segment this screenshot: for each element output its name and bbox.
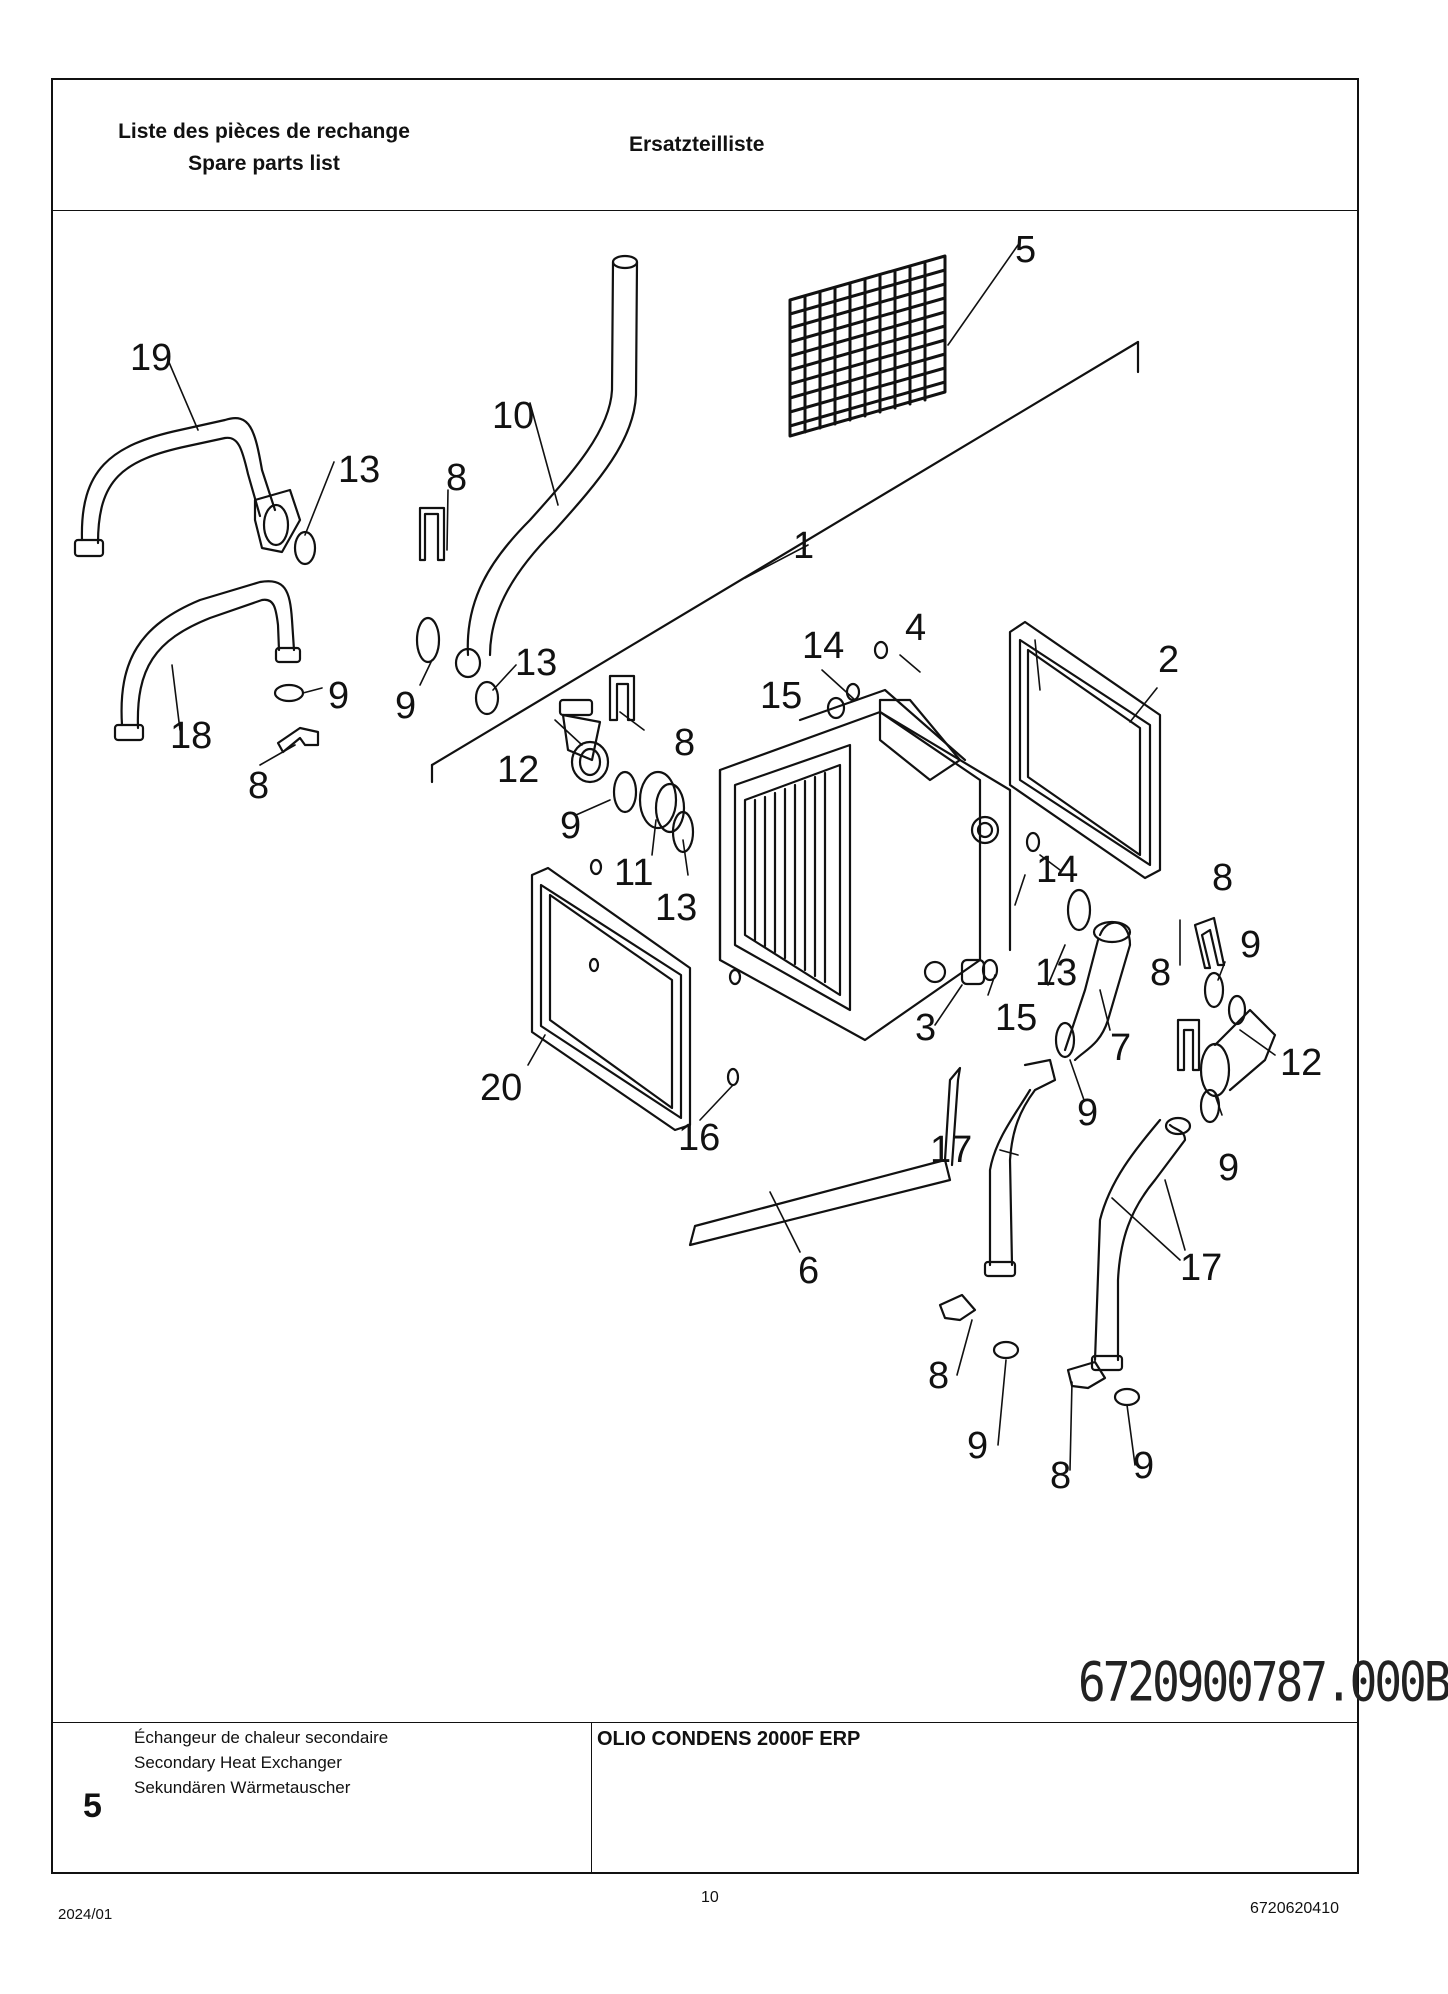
callout-4: 4 (905, 607, 926, 649)
callout-8: 8 (1150, 952, 1171, 994)
section-name-fr: Échangeur de chaleur secondaire (134, 1728, 389, 1747)
section-names: Échangeur de chaleur secondaire Secondar… (134, 1725, 388, 1800)
callout-9: 9 (328, 675, 349, 717)
callout-12: 12 (1280, 1042, 1322, 1084)
elbow-12a (558, 698, 610, 784)
callout-13: 13 (515, 642, 557, 684)
exploded-parts-drawing: 5 19 13 10 8 1 9 9 13 18 8 12 8 9 11 13 … (73, 229, 1322, 1497)
header-divider (53, 210, 1357, 211)
nut-4 (873, 640, 889, 660)
section-name-en: Secondary Heat Exchanger (134, 1753, 342, 1772)
page-number: 10 (701, 1889, 719, 1906)
callout-13: 13 (338, 449, 380, 491)
callout-7: 7 (1110, 1027, 1131, 1069)
gasket-20 (530, 866, 692, 1132)
callout-9: 9 (560, 805, 581, 847)
document-id: 6720620410 (1250, 1900, 1339, 1917)
header-title-de: Ersatzteilliste (629, 133, 765, 156)
seal-13a (474, 680, 500, 716)
seal-9e (1203, 971, 1225, 1009)
callout-9: 9 (1240, 924, 1261, 966)
mesh-grid-part (788, 254, 947, 438)
callout-15: 15 (995, 997, 1037, 1039)
callout-13: 13 (1035, 952, 1077, 994)
page-date: 2024/01 (58, 1906, 113, 1923)
callout-8: 8 (674, 722, 695, 764)
section-name-de: Sekundären Wärmetauscher (134, 1778, 351, 1797)
footer-divider (53, 1722, 1357, 1723)
nut-14b (1025, 831, 1041, 853)
seal-9c (612, 770, 638, 814)
callout-11: 11 (614, 852, 653, 894)
callout-15: 15 (760, 675, 802, 717)
callout-9: 9 (1133, 1445, 1154, 1487)
callout-14: 14 (802, 625, 844, 667)
header-title-fr: Liste des pièces de rechange (118, 120, 410, 143)
footer-column-divider (591, 1722, 592, 1872)
callout-9: 9 (395, 685, 416, 727)
seal-9g (992, 1340, 1020, 1360)
clip-8b (418, 506, 446, 562)
callout-8: 8 (446, 457, 467, 499)
callout-19: 19 (130, 337, 172, 379)
callout-9: 9 (967, 1425, 988, 1467)
nut-16c (728, 968, 742, 986)
callout-17: 17 (1180, 1247, 1222, 1289)
pipe-10 (454, 254, 639, 679)
callout-17: 17 (930, 1129, 972, 1171)
callout-8: 8 (928, 1355, 949, 1397)
clip-8f (938, 1293, 977, 1322)
callout-3: 3 (915, 1007, 936, 1049)
callout-2: 2 (1158, 639, 1179, 681)
connector-11 (638, 770, 686, 834)
seal-13c (1066, 888, 1092, 932)
section-number: 5 (83, 1787, 102, 1825)
page-frame: Liste des pièces de rechange Spare parts… (51, 78, 1359, 1874)
callout-16: 16 (678, 1117, 720, 1159)
seal-13b (671, 810, 695, 854)
nut-15a (826, 696, 846, 720)
gasket-2 (1008, 620, 1162, 880)
callout-6: 6 (798, 1250, 819, 1292)
clip-8c (608, 674, 636, 722)
callout-14: 14 (1036, 849, 1078, 891)
pipe-17a (983, 1058, 1057, 1278)
callout-13: 13 (655, 887, 697, 929)
seal-9d (1054, 1021, 1076, 1059)
pipe-19 (73, 417, 317, 566)
sensor-3 (960, 958, 986, 986)
callout-9: 9 (1077, 1092, 1098, 1134)
seal-9b (415, 616, 441, 664)
leader-lines (167, 244, 1276, 1471)
product-name: OLIO CONDENS 2000F ERP (597, 1728, 861, 1750)
callout-numbers: 5 19 13 10 8 1 9 9 13 18 8 12 8 9 11 13 … (130, 229, 1322, 1497)
drawing-number: 6720900787.000B (1078, 1650, 1448, 1714)
clip-8e (1176, 1018, 1201, 1072)
rod-6 (688, 1066, 962, 1247)
header-title-block: Liste des pièces de rechange Spare parts… (103, 116, 425, 180)
callout-1: 1 (793, 525, 814, 567)
callout-18: 18 (170, 715, 212, 757)
clip-8d (1193, 916, 1226, 970)
callout-20: 20 (480, 1067, 522, 1109)
pipe-18 (113, 580, 302, 742)
header-title-en: Spare parts list (188, 152, 340, 175)
callout-9: 9 (1218, 1147, 1239, 1189)
heat-exchanger-body (718, 688, 1012, 1042)
callout-8: 8 (1212, 857, 1233, 899)
assembly-bracket-line (430, 340, 1140, 784)
callout-5: 5 (1015, 229, 1036, 271)
callout-8: 8 (1050, 1455, 1071, 1497)
nut-16b (589, 858, 603, 876)
callout-8: 8 (248, 765, 269, 807)
callout-10: 10 (492, 395, 534, 437)
callout-12: 12 (497, 749, 539, 791)
